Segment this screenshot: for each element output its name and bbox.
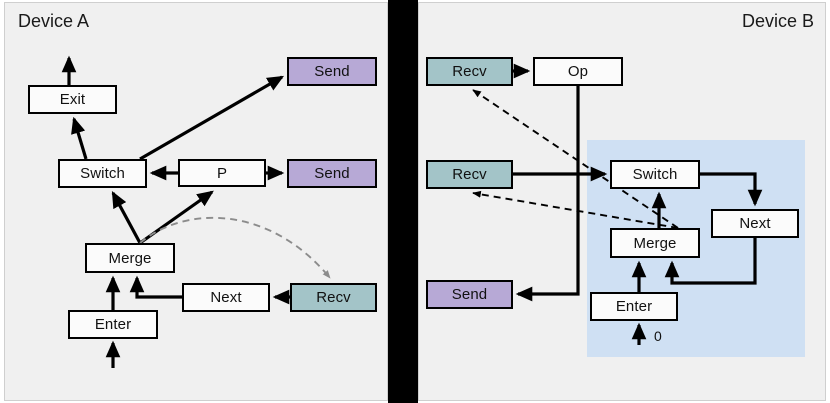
node-merge-b[interactable]: Merge [610,228,700,258]
node-recv-2-b[interactable]: Recv [426,160,513,189]
node-recv-1-b[interactable]: Recv [426,57,513,86]
panel-title-device-b: Device B [741,11,814,31]
edge-merge-to-switch-a [111,190,142,244]
edge-switch-to-next-b [700,172,763,207]
node-switch-b[interactable]: Switch [610,160,700,189]
node-send-b[interactable]: Send [426,280,513,309]
node-switch-a[interactable]: Switch [58,159,147,188]
edge-op-to-send-b [515,86,580,302]
edge-next-to-merge-a [129,275,182,299]
node-send-2-a[interactable]: Send [287,159,377,188]
node-enter-b[interactable]: Enter [590,292,678,321]
node-next-b[interactable]: Next [711,209,799,238]
node-merge-a[interactable]: Merge [85,243,175,273]
panel-title-device-a: Device A [18,11,90,31]
node-recv-a[interactable]: Recv [290,283,377,312]
edge-merge-to-recv1-dashed-b [472,89,679,229]
edge-label-enter-input-b: 0 [654,328,662,344]
edge-next-to-merge-b [664,238,757,285]
node-p-a[interactable]: P [178,159,266,187]
node-next-a[interactable]: Next [182,283,270,312]
node-exit-a[interactable]: Exit [28,85,117,114]
edge-merge-to-recv2-dashed-b [472,190,679,229]
panel-divider [388,0,418,403]
node-send-1-a[interactable]: Send [287,57,377,86]
edge-switch-to-send1-a [139,75,285,161]
edge-switch-to-exit-a [71,116,88,160]
edge-merge-to-recv-dashed-a [139,216,331,279]
node-op-b[interactable]: Op [533,57,623,86]
node-enter-a[interactable]: Enter [68,310,158,339]
